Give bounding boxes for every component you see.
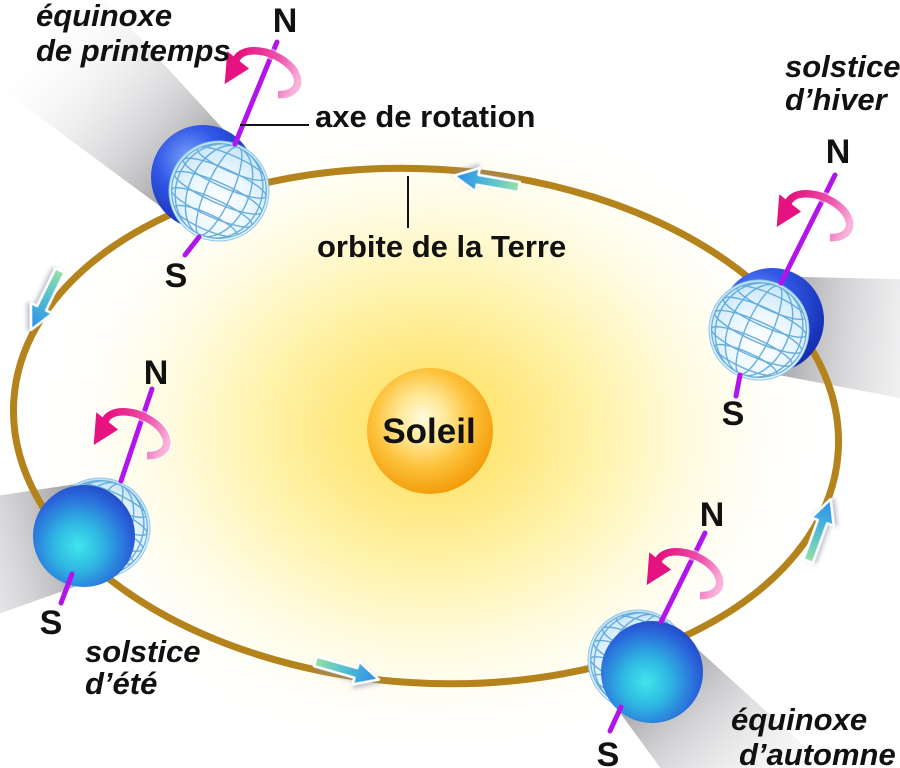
south-pole-label: S: [40, 604, 63, 642]
season-label-line2: d’hiver: [785, 82, 889, 117]
season-label-summer: solstice d’été: [85, 634, 200, 701]
sun-label: Soleil: [382, 412, 475, 451]
night-hemisphere: [601, 621, 703, 723]
season-label-line2: d’été: [85, 666, 157, 701]
season-label-line2: d’automne: [739, 737, 896, 768]
orbit-label: orbite de la Terre: [317, 229, 566, 264]
season-label-winter: solstice d’hiver: [785, 49, 900, 117]
earth-autumn: N S: [575, 496, 726, 768]
rotation-axis: [607, 530, 708, 734]
north-pole-label: N: [273, 2, 298, 40]
season-label-line1: solstice: [785, 49, 900, 84]
season-label-line1: équinoxe: [731, 702, 867, 737]
day-hemisphere: [708, 279, 810, 381]
rotation-axis: [58, 386, 155, 606]
north-pole-label: N: [826, 133, 851, 171]
earth-orbit-ellipse: [9, 164, 843, 688]
season-label-line1: solstice: [85, 634, 200, 669]
season-label-spring: équinoxe de printemps: [36, 0, 231, 68]
day-hemisphere: [168, 140, 270, 242]
season-label-line1: équinoxe: [36, 0, 172, 33]
north-pole-label: N: [144, 354, 169, 392]
earth-spring: N S: [151, 2, 304, 295]
earth-summer: N S: [33, 354, 173, 642]
earth-winter: N S: [696, 133, 856, 433]
north-pole-label: N: [700, 496, 725, 534]
south-pole-label: S: [597, 736, 620, 768]
south-pole-label: S: [722, 395, 745, 433]
axis-label: axe de rotation: [315, 99, 536, 134]
night-hemisphere: [33, 485, 135, 587]
season-label-line2: de printemps: [36, 33, 231, 68]
south-pole-label: S: [165, 257, 188, 295]
sun: [367, 368, 493, 494]
season-label-autumn: équinoxe d’automne: [731, 702, 896, 768]
